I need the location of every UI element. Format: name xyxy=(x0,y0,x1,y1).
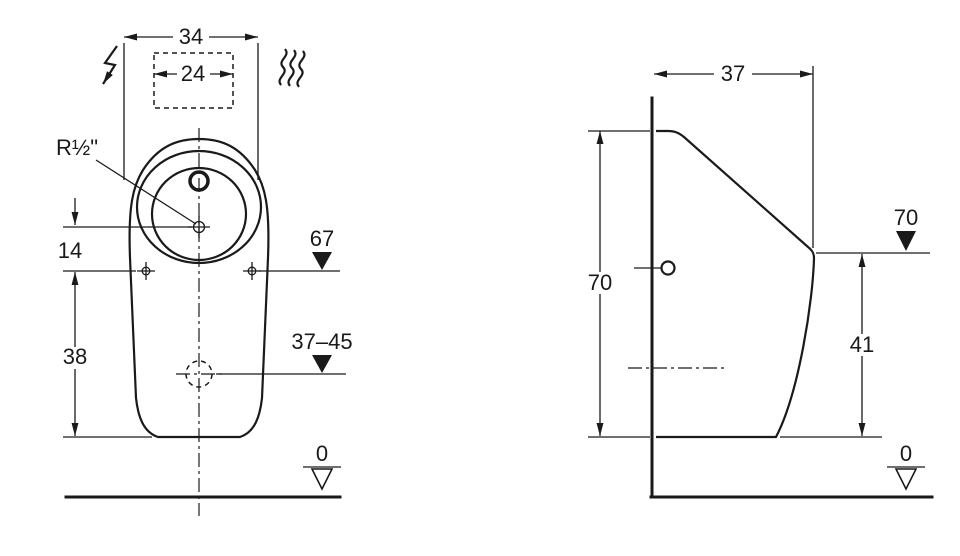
thread-label: R½" xyxy=(56,135,98,160)
dimension-41: 41 xyxy=(780,254,882,438)
urinal-front-outline xyxy=(128,137,270,439)
dimension-38: 38 xyxy=(58,272,92,436)
fixing-hole-right xyxy=(243,262,261,280)
level-0-side-label: 0 xyxy=(900,441,912,466)
urinal-bowl-outline xyxy=(150,166,248,262)
dimension-37: 37 xyxy=(654,61,814,248)
electrical-connection-icon xyxy=(102,45,118,85)
level-70-front-label: 70 xyxy=(894,205,918,230)
dim-34-label: 34 xyxy=(179,24,203,49)
dim-70-height-label: 70 xyxy=(588,270,612,295)
level-0-front: 0 xyxy=(303,441,341,491)
thread-callout: R½" xyxy=(56,135,197,225)
level-70-front: 70 xyxy=(816,205,930,254)
dim-24-label: 24 xyxy=(181,61,205,86)
water-supply-icon xyxy=(278,48,306,88)
level-37-45-label: 37–45 xyxy=(291,329,352,354)
flush-unit-outline xyxy=(153,52,234,109)
level-37-45: 37–45 xyxy=(216,329,353,375)
dim-14-label: 14 xyxy=(58,238,82,263)
urinal-rim-outline xyxy=(135,149,263,265)
level-67: 67 xyxy=(258,226,340,272)
dim-37-label: 37 xyxy=(721,61,745,86)
dimension-24: 24 xyxy=(154,61,233,86)
fixing-hole-left xyxy=(137,262,155,280)
dim-38-label: 38 xyxy=(63,344,87,369)
dim-41-label: 41 xyxy=(850,332,874,357)
level-67-label: 67 xyxy=(310,226,334,251)
side-view: 37 70 70 41 xyxy=(582,61,934,499)
level-0-side: 0 xyxy=(887,441,925,491)
dimension-14: 14 xyxy=(58,198,82,263)
inlet-side-marker xyxy=(634,260,676,276)
level-0-front-label: 0 xyxy=(316,441,328,466)
spreader-hole xyxy=(188,170,210,192)
dimension-34: 34 xyxy=(123,24,259,180)
urinal-side-outline xyxy=(656,129,816,439)
front-view: 34 24 R½" 14 38 xyxy=(56,24,353,516)
dimension-70-height: 70 xyxy=(582,130,650,438)
